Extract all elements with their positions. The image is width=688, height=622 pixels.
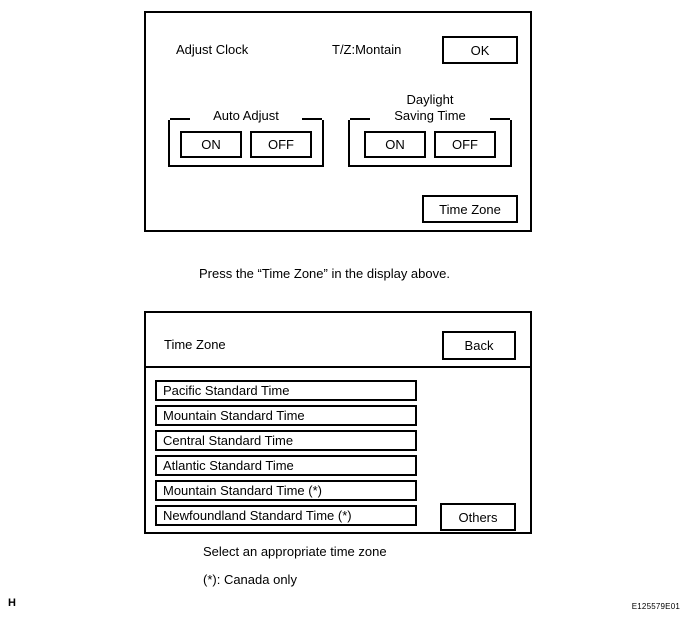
list-item[interactable]: Mountain Standard Time (*) [155,480,417,501]
others-button[interactable]: Others [440,503,516,531]
list-item[interactable]: Atlantic Standard Time [155,455,417,476]
auto-adjust-group: Auto Adjust ON OFF [168,108,324,167]
footnote-text: (*): Canada only [203,572,297,587]
adjust-clock-title: Adjust Clock [176,42,249,57]
timezone-value-label: T/Z:Montain [332,42,402,57]
time-zone-screen: Time Zone Back Pacific Standard Time Mou… [144,311,532,534]
header-divider [146,366,530,368]
daylight-saving-legend-line1: Daylight [406,92,454,107]
adjust-clock-screen: Adjust Clock T/Z:Montain OK Auto Adjust … [144,11,532,232]
daylight-saving-legend-line2: Saving Time [394,108,466,123]
list-item[interactable]: Pacific Standard Time [155,380,417,401]
daylight-saving-on-button[interactable]: ON [364,131,426,158]
instruction-text: Press the “Time Zone” in the display abo… [199,266,450,281]
list-item[interactable]: Central Standard Time [155,430,417,451]
auto-adjust-on-button[interactable]: ON [180,131,242,158]
auto-adjust-buttons: ON OFF [168,131,324,158]
time-zone-button[interactable]: Time Zone [422,195,518,223]
back-button[interactable]: Back [442,331,516,360]
figure-id-label: E125579E01 [631,602,680,611]
daylight-saving-off-button[interactable]: OFF [434,131,496,158]
auto-adjust-group-border [168,118,324,167]
auto-adjust-legend: Auto Adjust [213,108,279,123]
list-item[interactable]: Mountain Standard Time [155,405,417,426]
auto-adjust-off-button[interactable]: OFF [250,131,312,158]
list-item[interactable]: Newfoundland Standard Time (*) [155,505,417,526]
page-corner-letter: H [8,597,16,609]
time-zone-list: Pacific Standard Time Mountain Standard … [155,380,417,526]
time-zone-screen-title: Time Zone [164,337,226,352]
daylight-saving-buttons: ON OFF [348,131,512,158]
ok-button[interactable]: OK [442,36,518,64]
daylight-saving-legend: Daylight Saving Time [348,92,512,124]
daylight-saving-time-group: Daylight Saving Time ON OFF [348,92,512,167]
daylight-saving-group-border [348,118,512,167]
select-instruction-text: Select an appropriate time zone [203,544,387,559]
